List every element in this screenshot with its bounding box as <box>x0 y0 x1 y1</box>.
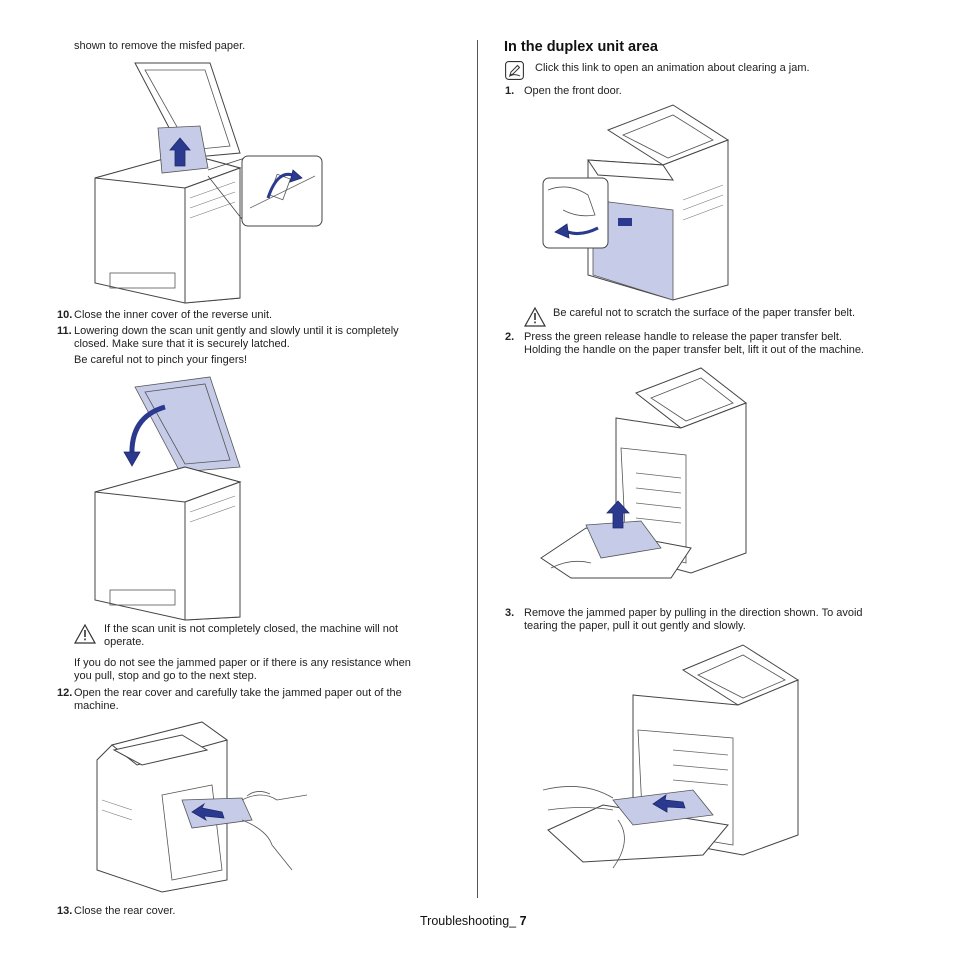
step-11-text: Lowering down the scan unit gently and s… <box>74 325 399 337</box>
caution-text-line2: operate. <box>104 636 145 648</box>
footer-section: Troubleshooting_ <box>420 914 520 928</box>
caution-icon-right <box>523 306 547 327</box>
step-10-number: 10. <box>57 309 73 321</box>
illustration-remove-jammed-paper <box>542 644 800 869</box>
step-11-sub: Be careful not to pinch your fingers! <box>74 354 248 366</box>
note-line1: If you do not see the jammed paper or if… <box>74 657 411 669</box>
caution-text-line1: If the scan unit is not completely close… <box>104 623 399 635</box>
illustration-rear-cover <box>96 721 308 893</box>
column-divider <box>477 40 478 898</box>
step-12-text: Open the rear cover and carefully take t… <box>74 687 402 699</box>
animation-link[interactable]: Click this link to open an animation abo… <box>535 62 810 74</box>
right-step-2-number: 2. <box>505 331 515 343</box>
right-step-3-number: 3. <box>505 607 515 619</box>
intro-text: shown to remove the misfed paper. <box>74 40 246 52</box>
step-10-text: Close the inner cover of the reverse uni… <box>74 309 273 321</box>
page-number: 7 <box>519 914 527 928</box>
illustration-reverse-unit <box>94 62 323 304</box>
illustration-open-front-door <box>542 104 730 301</box>
right-step-3-text-cont: tearing the paper, pull it out gently an… <box>524 620 746 632</box>
page-footer: Troubleshooting_ 7 <box>420 914 527 928</box>
illustration-close-scan-unit <box>94 376 242 621</box>
right-step-2-text: Press the green release handle to releas… <box>524 331 842 343</box>
caution-icon <box>73 623 97 644</box>
step-11-number: 11. <box>57 325 72 337</box>
step-11-text-cont: closed. Make sure that it is securely la… <box>74 338 290 350</box>
note-line2: you pull, stop and go to the next step. <box>74 670 257 682</box>
right-step-3-text: Remove the jammed paper by pulling in th… <box>524 607 863 619</box>
step-13-text: Close the rear cover. <box>74 905 176 917</box>
step-12-number: 12. <box>57 687 73 699</box>
step-12-text-cont: machine. <box>74 700 119 712</box>
right-step-1-text: Open the front door. <box>524 85 622 97</box>
note-pencil-icon[interactable] <box>505 61 524 80</box>
step-13-number: 13. <box>57 905 73 917</box>
illustration-transfer-belt <box>540 367 748 579</box>
section-heading: In the duplex unit area <box>504 39 658 55</box>
caution-text-right: Be careful not to scratch the surface of… <box>553 307 856 319</box>
right-step-2-text-cont: Holding the handle on the paper transfer… <box>524 344 864 356</box>
right-step-1-number: 1. <box>505 85 515 97</box>
